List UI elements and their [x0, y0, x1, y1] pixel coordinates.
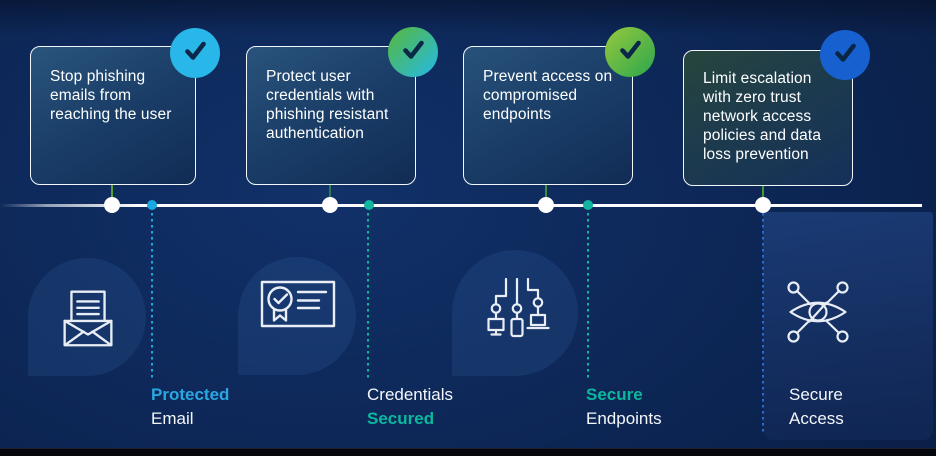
accent-node-3 [583, 200, 593, 210]
checkmark-icon [832, 39, 859, 71]
step-label-line2: Email [151, 408, 194, 428]
email-icon-blob [28, 258, 146, 376]
top-shade [0, 0, 936, 36]
card-connector-3 [545, 185, 547, 205]
step-label-line2: Access [789, 408, 844, 428]
card-connector-4 [762, 186, 764, 205]
dotted-leader-4 [762, 213, 764, 432]
card-connector-2 [329, 185, 331, 205]
step-label-secure-access: Secure Access [789, 383, 844, 430]
timeline-node-1 [104, 197, 120, 213]
check-badge-2 [388, 27, 438, 77]
step-card-2: Protect user credentials with phishing r… [246, 46, 416, 185]
step-card-3: Prevent access on compromised endpoints [463, 46, 633, 185]
bottom-bar [0, 448, 936, 456]
open-email-icon [51, 281, 125, 355]
step-card-3-text: Prevent access on compromised endpoints [483, 68, 613, 123]
step-label-line1: Credentials [367, 385, 453, 404]
step-card-2-text: Protect user credentials with phishing r… [266, 68, 389, 142]
check-badge-4 [820, 30, 870, 80]
accent-node-2 [364, 200, 374, 210]
step-label-credentials-secured: Credentials Secured [367, 383, 453, 430]
endpoints-network-icon [479, 274, 555, 350]
card-connector-1 [111, 185, 113, 205]
check-badge-1 [170, 28, 220, 78]
step-label-line2: Endpoints [586, 408, 662, 428]
step-label-line1: Protected [151, 385, 230, 404]
timeline-node-2 [322, 197, 338, 213]
accent-node-1 [147, 200, 157, 210]
step-card-4-text: Limit escalation with zero trust network… [703, 70, 822, 163]
checkmark-icon [617, 36, 644, 68]
certificate-icon [258, 277, 338, 339]
timeline-axis [0, 204, 922, 207]
dotted-leader-3 [587, 213, 589, 378]
step-label-line2: Secured [367, 408, 435, 428]
dotted-leader-1 [151, 213, 153, 378]
step-label-secure-endpoints: Secure Endpoints [586, 383, 662, 430]
step-card-4: Limit escalation with zero trust network… [683, 50, 853, 186]
highlight-panel-secure-access [763, 212, 933, 440]
checkmark-icon [182, 37, 209, 69]
step-label-line1: Secure [586, 385, 643, 404]
checkmark-icon [400, 36, 427, 68]
secure-access-eye-icon [780, 274, 856, 350]
check-badge-3 [605, 27, 655, 77]
step-label-protected-email: Protected Email [151, 383, 229, 430]
step-card-1: Stop phishing emails from reaching the u… [30, 46, 196, 185]
timeline-node-3 [538, 197, 554, 213]
dotted-leader-2 [367, 213, 369, 378]
timeline-node-4 [755, 197, 771, 213]
certificate-icon-blob [238, 257, 356, 375]
step-label-line1: Secure [789, 385, 843, 404]
step-card-1-text: Stop phishing emails from reaching the u… [50, 68, 172, 123]
